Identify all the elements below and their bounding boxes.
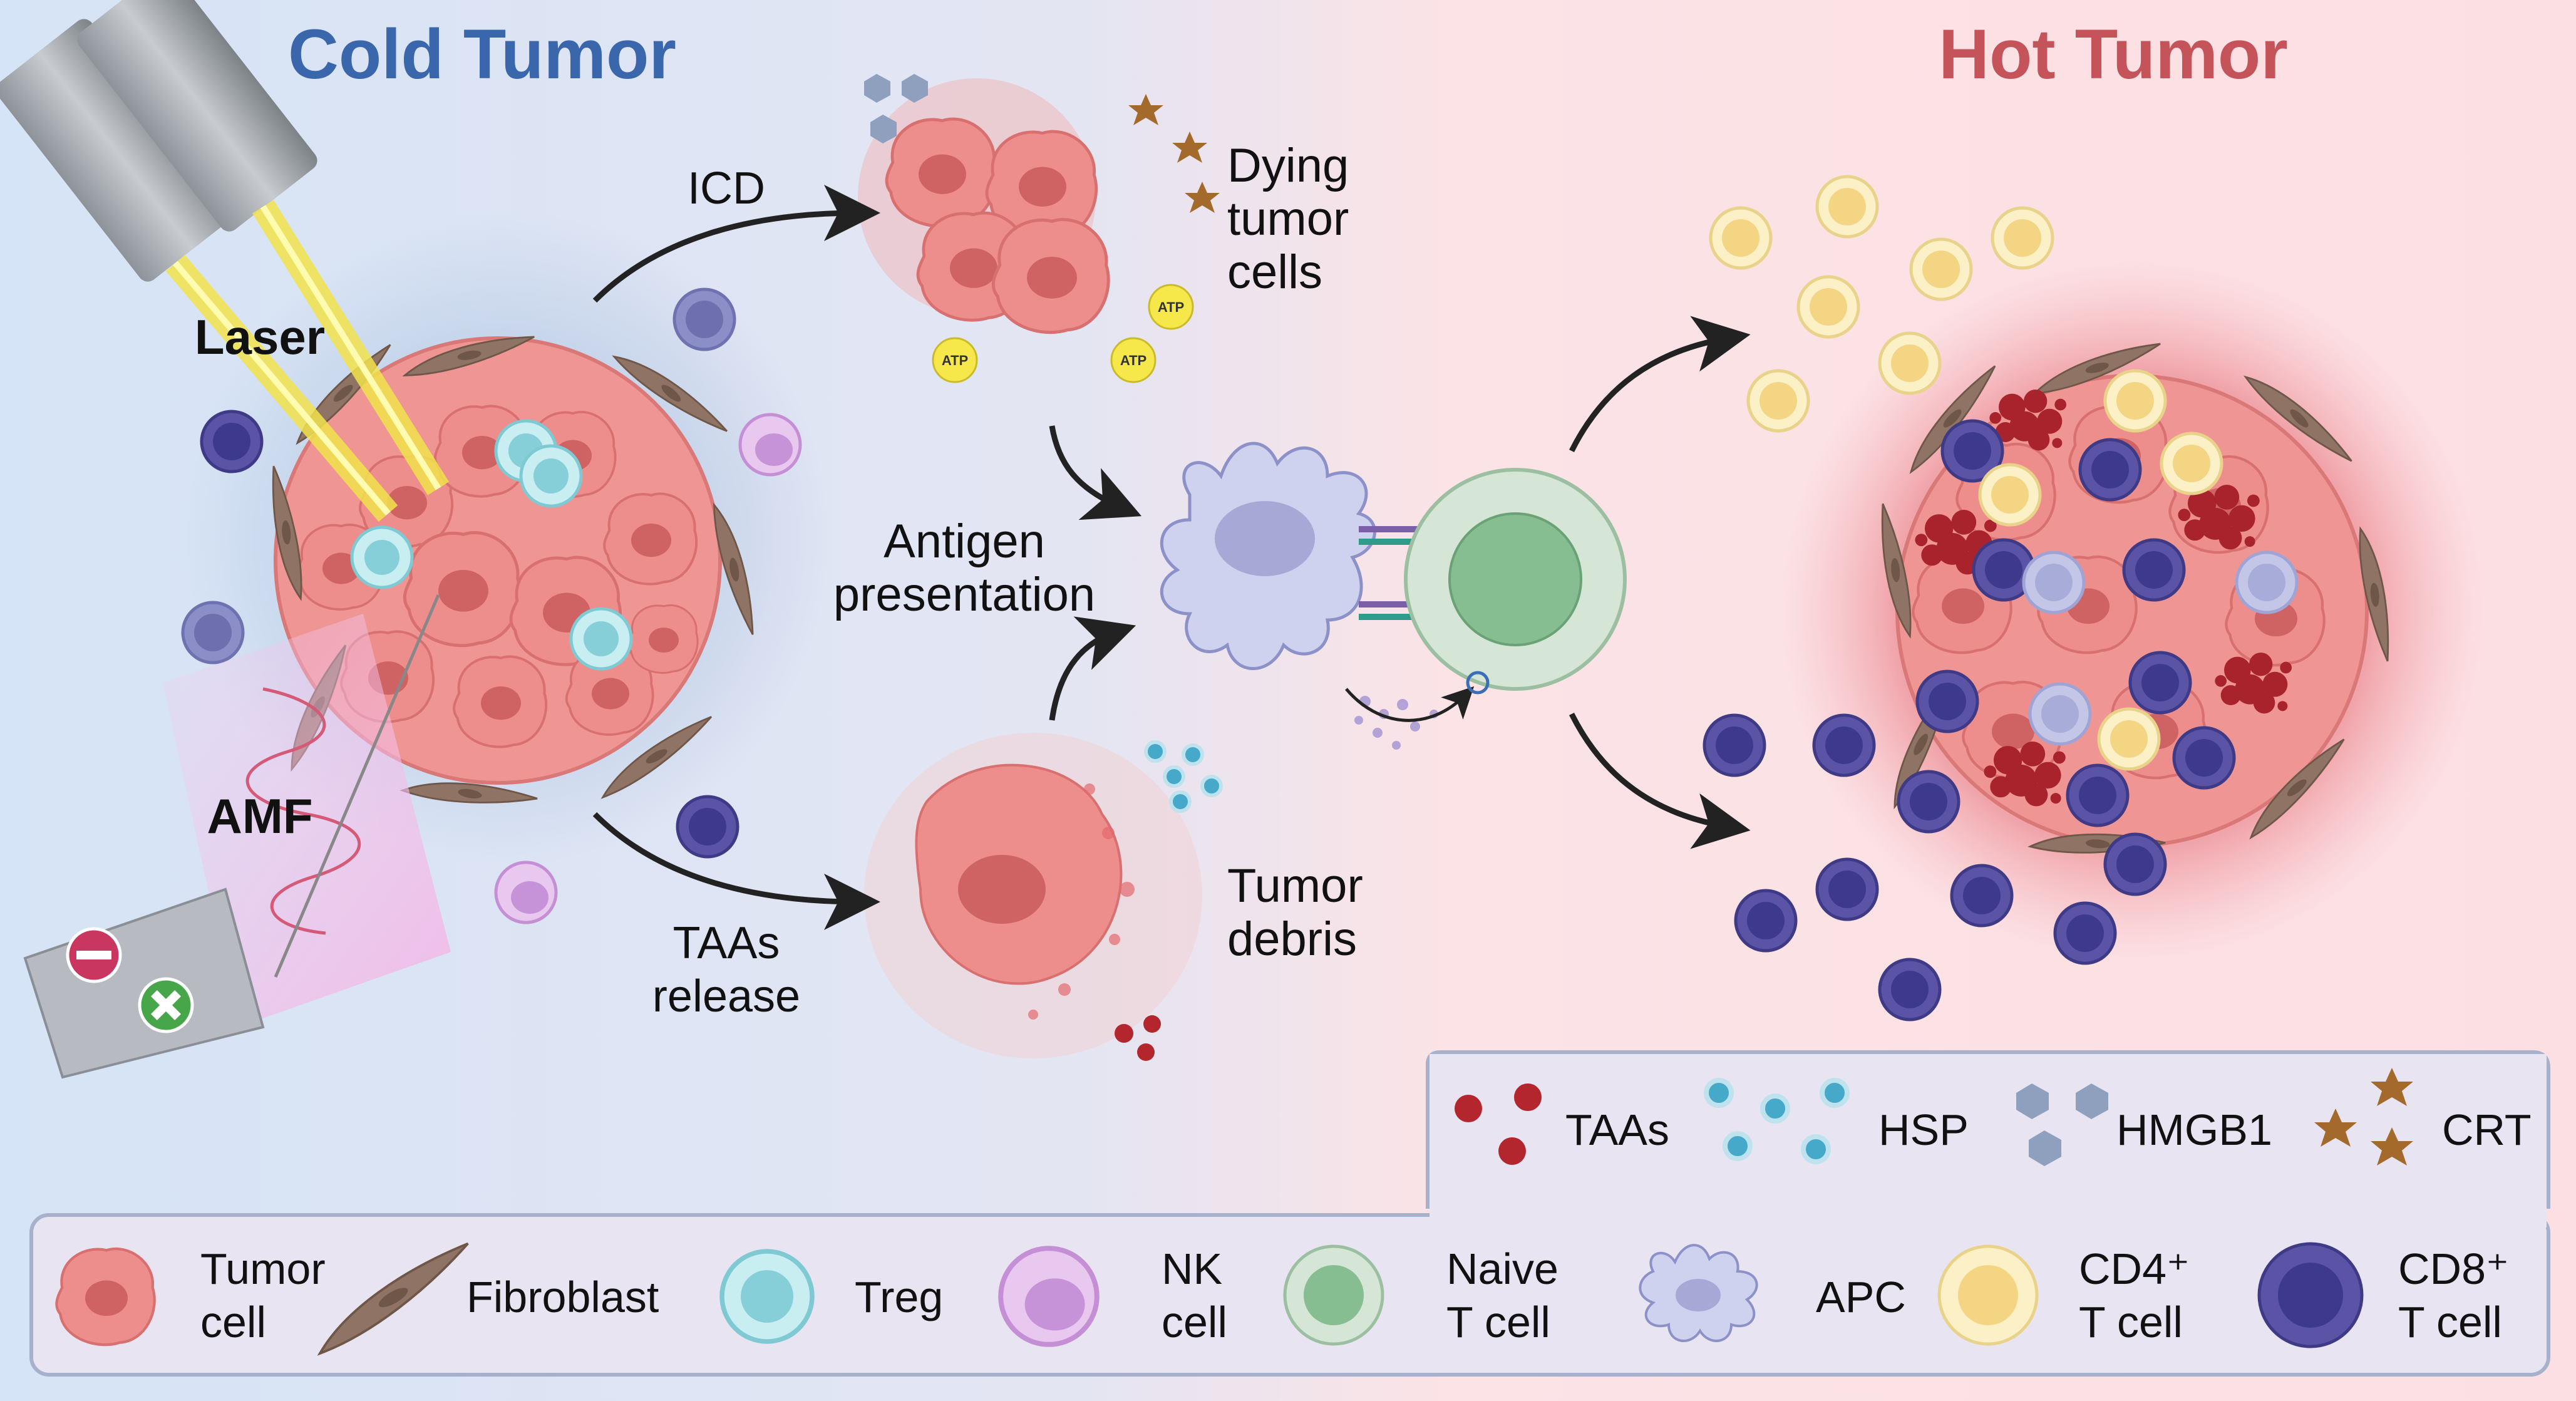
molecule-legend-fill [1430,1054,2547,1217]
legend-line2: cell [1162,1298,1227,1347]
crt-molecule-icon [2314,1068,2413,1166]
naive-t-cell-icon [1283,1244,1384,1346]
dying-to-apc-arrow [1049,425,1142,520]
antigen-presentation-line2: presentation [833,568,1095,621]
atp-label: ATP [1120,353,1146,368]
legend-hsp: HSP [1704,1078,1969,1164]
legend-label: HSP [1878,1105,1969,1154]
laser-label: Laser [195,309,325,364]
taa-release-label-line2: release [652,971,800,1021]
amf-device [23,594,451,1079]
icd-arrow [592,185,880,303]
legend-line2: cell [200,1298,266,1347]
legend-naive-t-cell: Naive T cell [1283,1244,1558,1347]
amf-label: AMF [207,788,313,844]
icd-label: ICD [688,163,765,214]
cold-tumor-title: Cold Tumor [288,15,676,93]
taa-molecule-icon [1455,1083,1542,1165]
taa-release-label-line1: TAAs [673,918,780,968]
tumor-debris-line1: Tumor [1227,859,1363,912]
legend-line2: T cell [2398,1298,2502,1347]
cold-cd8-cell [183,602,243,663]
amf-wave [245,687,361,935]
hmgb1-cluster [864,74,928,143]
laser-device [0,0,449,522]
legend-line1: NK [1162,1244,1222,1293]
legend-line1: APC [1816,1273,1906,1321]
to-cd4-arrow [1569,316,1751,453]
dying-tumor-cells-group: ATP ATP ATP [858,74,1220,383]
atp-molecules: ATP ATP ATP [932,284,1194,383]
legend-cd4-t-cell: CD4⁺ T cell [1937,1244,2190,1347]
hot-tumor-group [1781,260,2483,961]
to-cd8-arrow [1569,712,1751,849]
legend-taas: TAAs [1455,1083,1669,1165]
tumor-debris-group [864,733,1223,1061]
legend-label: HMGB1 [2116,1105,2272,1154]
legend-line1: Tumor [200,1244,326,1293]
nk-cell-icon [1001,1248,1097,1345]
hsp-cluster [1144,740,1223,813]
legend-line1: Fibroblast [466,1273,659,1321]
legend-nk-cell: NK cell [1001,1244,1227,1347]
cold-nk-cell [496,862,556,923]
amf-base [23,887,265,1079]
legend-cd8-t-cell: CD8⁺ T cell [2257,1242,2509,1348]
atp-label: ATP [1158,299,1184,315]
legend-treg: Treg [722,1251,943,1342]
legend-hmgb1: HMGB1 [2016,1083,2272,1166]
cold-cd8-cell [677,797,738,857]
naive-t-cell [1404,468,1627,691]
legend-label: TAAs [1565,1105,1669,1154]
legend-fibroblast: Fibroblast [306,1238,659,1358]
hmgb1-molecule-icon [2016,1083,2108,1166]
dying-label-line3: cells [1227,246,1322,299]
legend-line1: CD4⁺ [2079,1244,2190,1293]
tumor-cell-icon [56,1249,154,1345]
tumor-debris-line2: debris [1227,912,1357,966]
legend-tumor-cell: Tumor cell [56,1244,326,1347]
legend-line2: T cell [1446,1298,1550,1347]
antigen-presentation-line1: Antigen [884,515,1045,568]
arrows [592,185,1751,930]
legend-line1: CD8⁺ [2398,1244,2509,1293]
legend-apc: APC [1639,1244,1906,1342]
cytokine-arrow [1345,686,1475,722]
legend-crt: CRT [2314,1068,2532,1166]
cold-nk-cell [740,415,800,475]
legend-line1: Naive [1446,1244,1558,1293]
receptor-icon [1466,671,1490,695]
treg-icon [722,1251,812,1342]
dying-label-line2: tumor [1227,192,1349,246]
hot-tumor-title: Hot Tumor [1939,15,2288,93]
cold-cd8-cell [674,289,734,349]
cd4-t-cell-icon [1937,1244,2039,1346]
atp-label: ATP [942,353,968,368]
taa-cluster [1115,1015,1161,1061]
dying-label-line1: Dying [1227,139,1349,192]
debris-to-apc-arrow [1049,616,1136,721]
cd8-t-cell-icon [2257,1242,2364,1348]
apc-group [1160,442,1376,670]
cold-cd8-cell [202,411,262,472]
tcr-mhc-complex [1359,526,1428,620]
legend-line2: T cell [2079,1298,2183,1347]
apc-icon [1639,1244,1758,1342]
legend-line1: Treg [855,1273,943,1321]
taa-release-arrow [592,812,880,930]
hsp-molecule-icon [1704,1078,1850,1164]
legend-label: CRT [2442,1105,2532,1154]
crt-cluster [1128,94,1220,213]
